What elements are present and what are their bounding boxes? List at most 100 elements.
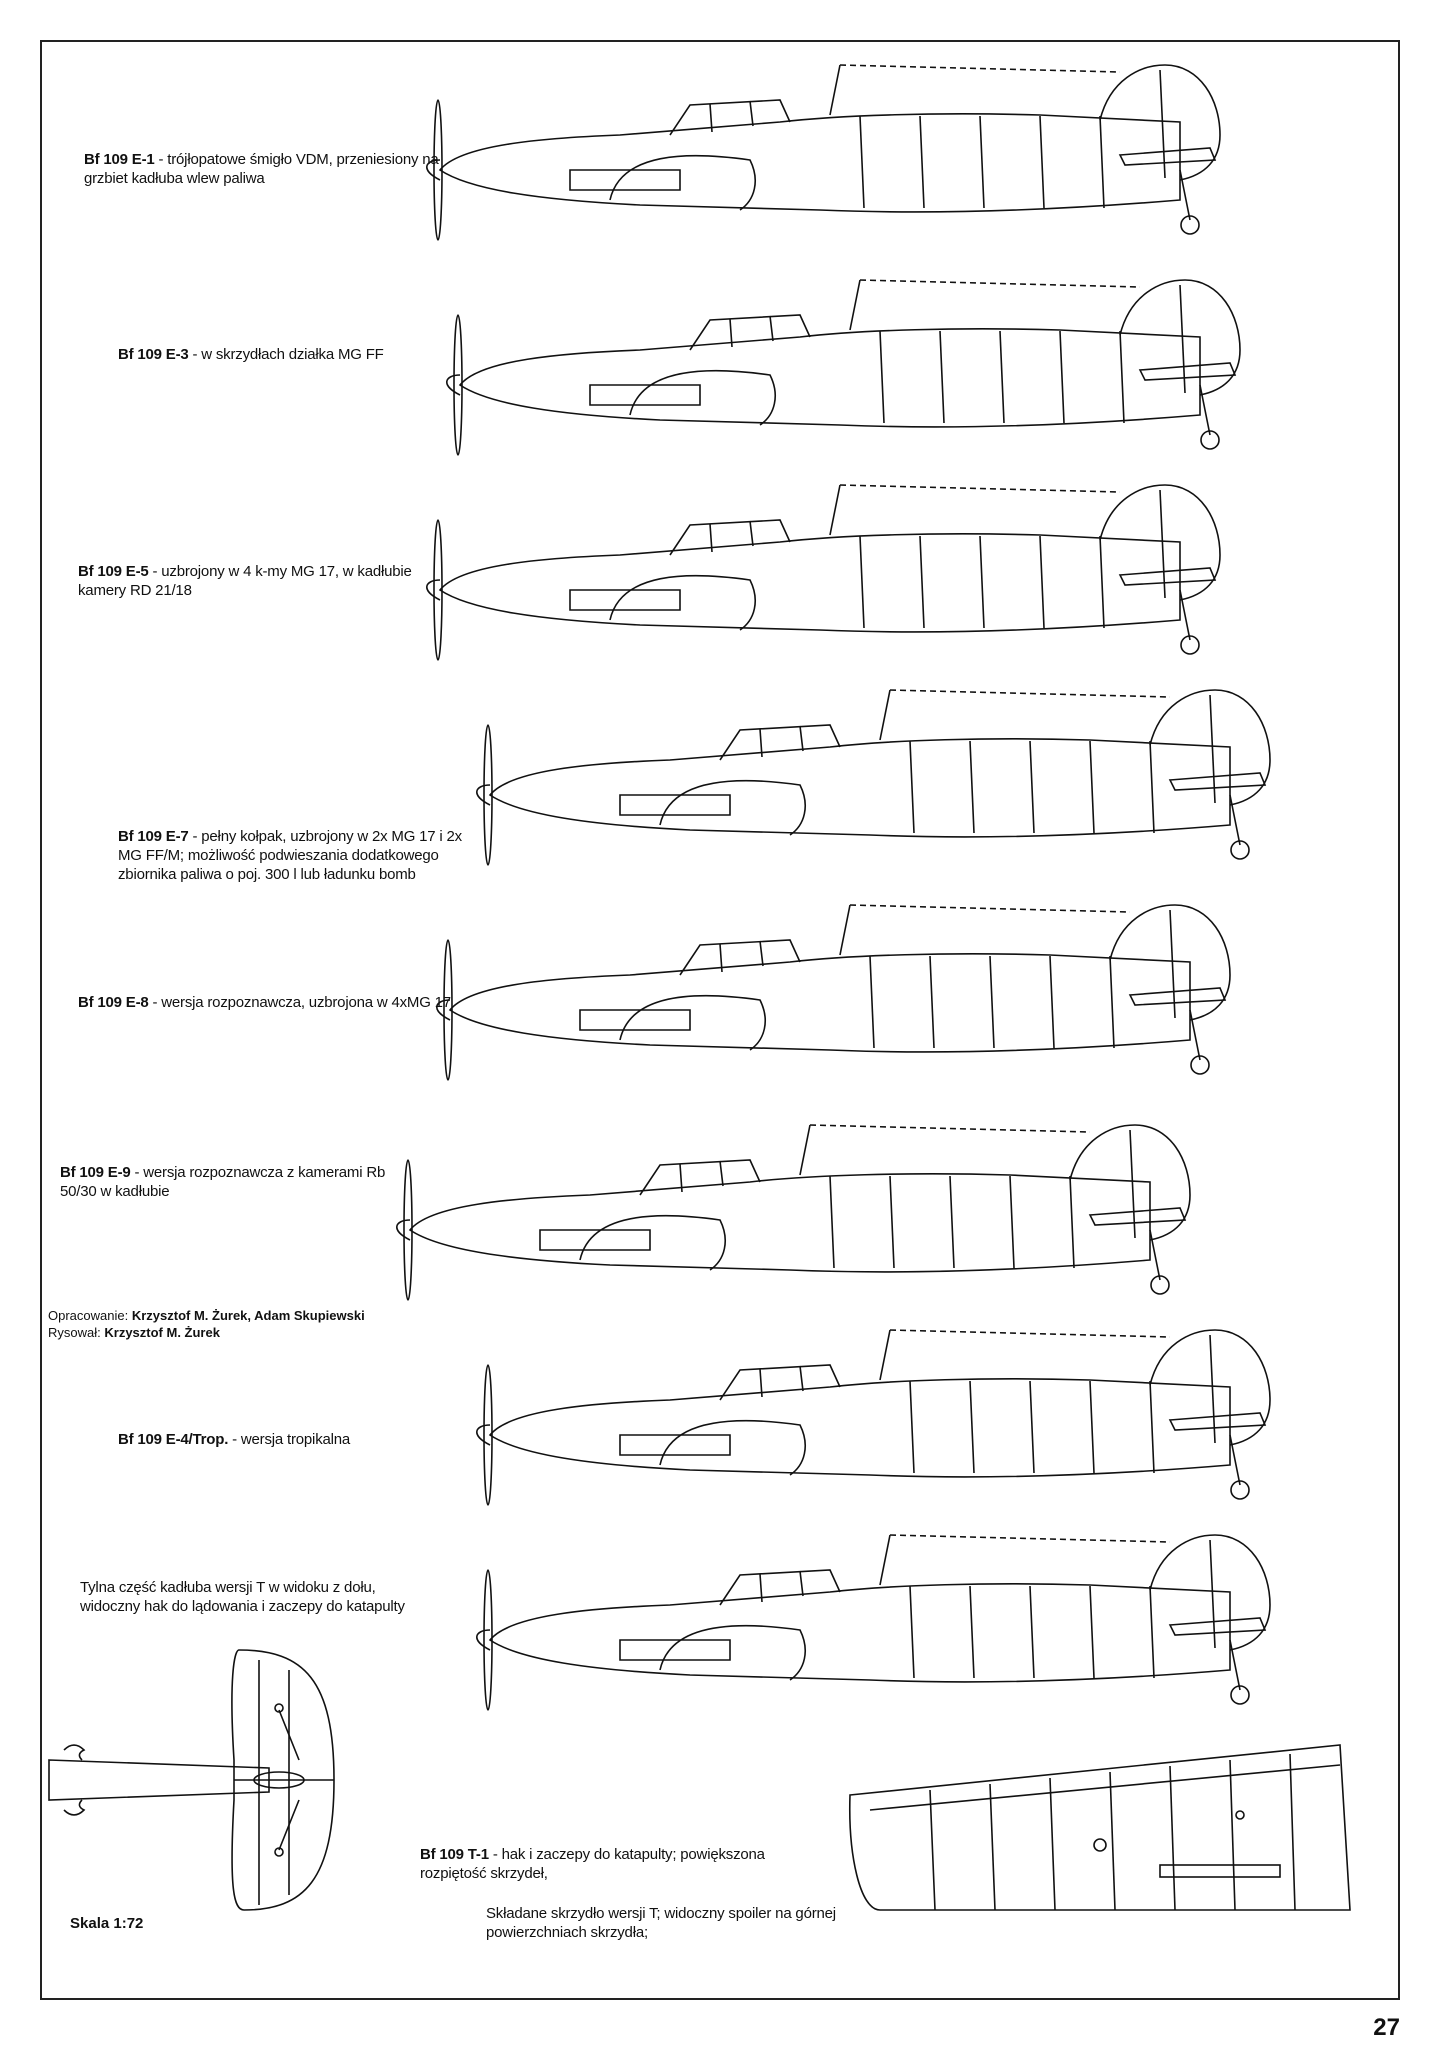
canopy-frame <box>719 1160 724 1187</box>
wing-root <box>659 779 806 836</box>
tailwheel-strut <box>1199 384 1211 436</box>
antenna-mast <box>879 1534 891 1586</box>
panel-line <box>1109 955 1115 1049</box>
canopy-frame <box>729 318 733 348</box>
rudder-hinge <box>1179 284 1186 394</box>
canopy-outline <box>669 99 791 136</box>
credits: Opracowanie: Krzysztof M. Żurek, Adam Sk… <box>48 1308 365 1340</box>
panel-line <box>1039 115 1045 209</box>
canopy-outline <box>689 314 811 351</box>
panel-line <box>1099 115 1105 209</box>
panel-line <box>1149 1585 1155 1679</box>
panel-line <box>909 1585 915 1679</box>
plane-drawing-e1 <box>420 60 1420 280</box>
canopy-frame <box>759 728 763 758</box>
tail-fin <box>1149 1534 1271 1651</box>
canopy-frame <box>709 523 713 553</box>
panel-line <box>859 115 865 209</box>
tailwheel <box>1150 1275 1170 1295</box>
aircraft-side-view-e1 <box>426 64 1221 241</box>
engine-panel <box>569 169 681 191</box>
tail-fin <box>1069 1124 1191 1241</box>
canopy-frame <box>749 520 754 547</box>
fuselage-outline <box>488 1583 1231 1683</box>
tailwheel <box>1180 635 1200 655</box>
antenna-wire <box>889 1534 1171 1543</box>
plane-drawing-e8 <box>430 900 1430 1120</box>
antenna-mast <box>829 484 841 536</box>
antenna-wire <box>849 904 1131 913</box>
panel-line <box>1029 1585 1035 1679</box>
page-number: 27 <box>1373 2014 1400 2041</box>
panel-line <box>1099 535 1105 629</box>
canopy-frame <box>679 1163 683 1193</box>
panel-line <box>1089 1585 1095 1679</box>
panel-line <box>1029 740 1035 834</box>
tail-fin <box>1149 1329 1271 1446</box>
tailwheel <box>1230 1685 1250 1705</box>
tail-fin <box>1149 689 1271 806</box>
antenna-wire <box>839 64 1121 73</box>
tailplane <box>1138 362 1237 381</box>
panel-line <box>969 740 975 834</box>
panel-line <box>1059 330 1065 424</box>
propeller-blade <box>443 939 453 1081</box>
tailwheel-strut <box>1149 1229 1161 1281</box>
canopy-outline <box>679 939 801 976</box>
caption-e3: Bf 109 E-3 - w skrzydłach działka MG FF <box>118 346 384 363</box>
panel-line <box>1049 955 1055 1049</box>
panel-line <box>919 535 925 629</box>
panel-line <box>989 955 995 1049</box>
canopy-frame <box>759 1573 763 1603</box>
panel-line <box>829 1175 835 1269</box>
antenna-wire <box>859 279 1141 288</box>
tail-fin <box>1119 279 1241 396</box>
fuselage-outline <box>488 1378 1231 1478</box>
tailwheel-strut <box>1229 1434 1241 1486</box>
canopy-frame <box>799 1570 804 1597</box>
tailwheel <box>1190 1055 1210 1075</box>
rudder-hinge <box>1159 69 1166 179</box>
rudder-hinge <box>1169 909 1176 1019</box>
plane-drawing-e7 <box>470 685 1440 905</box>
fuselage-outline <box>438 113 1181 213</box>
aircraft-side-view-e4trop <box>476 1329 1271 1506</box>
engine-panel <box>579 1009 691 1031</box>
wing-root <box>659 1419 806 1476</box>
canopy-outline <box>719 1364 841 1401</box>
canopy-frame <box>719 943 723 973</box>
tail-fin <box>1099 484 1221 601</box>
panel-line <box>909 740 915 834</box>
fuselage-outline <box>408 1173 1151 1273</box>
propeller-blade <box>483 724 493 866</box>
wing-root <box>619 994 766 1051</box>
note-folding-wing: Składane skrzydło wersji T; widoczny spo… <box>486 1905 836 1941</box>
panel-line <box>1029 1380 1035 1474</box>
tailplane <box>1168 1617 1267 1636</box>
canopy-frame <box>799 725 804 752</box>
panel-line <box>1149 740 1155 834</box>
tailwheel-strut <box>1229 1639 1241 1691</box>
note-tail-underside: Tylna część kadłuba wersji T w widoku z … <box>80 1579 405 1615</box>
engine-panel <box>539 1229 651 1251</box>
caption-e5: Bf 109 E-5 - uzbrojony w 4 k-my MG 17, w… <box>78 563 412 599</box>
antenna-wire <box>889 689 1171 698</box>
wing-root <box>579 1214 726 1271</box>
panel-line <box>889 1175 895 1269</box>
plane-drawing-e5 <box>420 480 1420 700</box>
panel-line <box>869 955 875 1049</box>
tailwheel-strut <box>1179 169 1191 221</box>
spinner <box>446 374 461 396</box>
aircraft-side-view-e3 <box>446 279 1241 456</box>
panel-line <box>909 1380 915 1474</box>
rudder-hinge <box>1209 694 1216 804</box>
tailplane <box>1168 1412 1267 1431</box>
panel-line <box>949 1175 955 1269</box>
antenna-mast <box>879 1329 891 1381</box>
panel-line <box>1089 1380 1095 1474</box>
antenna-wire <box>839 484 1121 493</box>
spinner <box>476 1424 491 1446</box>
panel-line <box>879 330 885 424</box>
caption-e1: Bf 109 E-1 - trójłopatowe śmigło VDM, pr… <box>84 151 439 187</box>
antenna-mast <box>829 64 841 116</box>
